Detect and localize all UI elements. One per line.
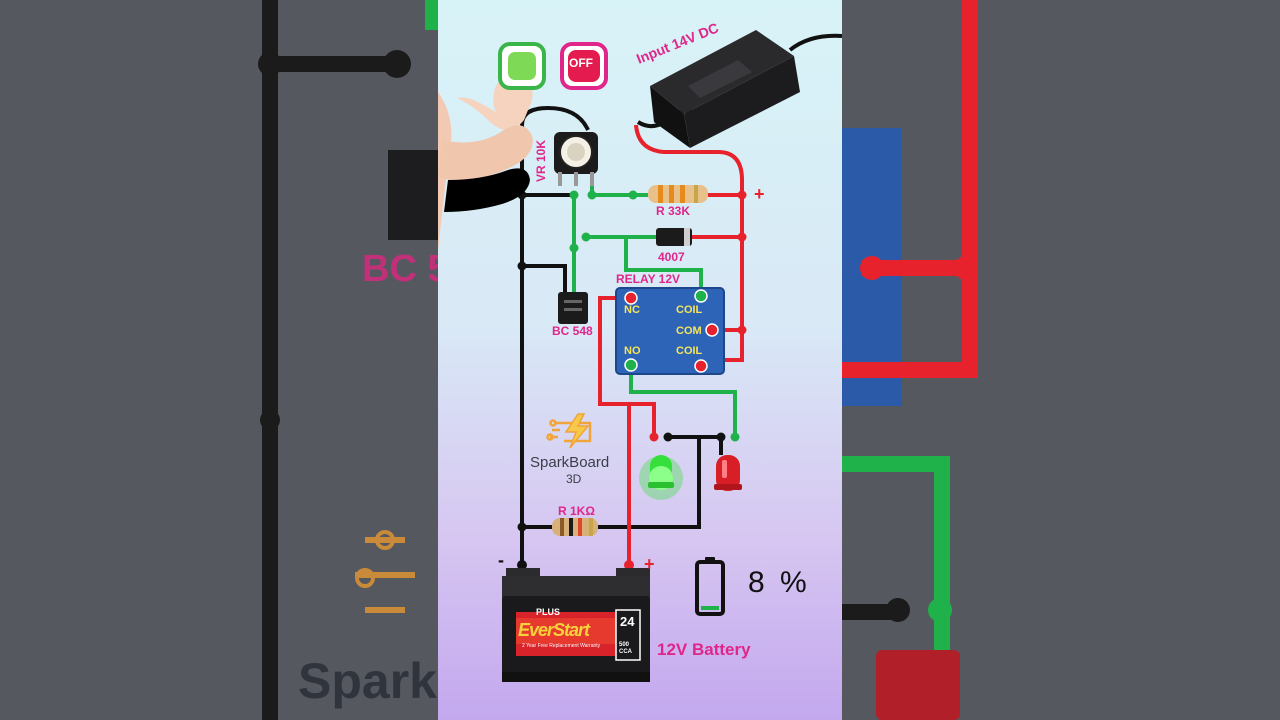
left-blurred-wiring bbox=[258, 0, 438, 720]
relay-label: RELAY 12V bbox=[616, 272, 681, 286]
right-blurred-wiring bbox=[842, 0, 978, 720]
off-button[interactable] bbox=[560, 42, 608, 90]
blurred-transistor bbox=[388, 150, 438, 240]
resistor-33k-label: R 33K bbox=[656, 204, 691, 218]
potentiometer-label: VR 10K bbox=[534, 139, 548, 182]
battery-percent-unit: % bbox=[780, 566, 807, 599]
red-led bbox=[714, 455, 742, 491]
on-button[interactable] bbox=[498, 42, 546, 90]
battery-level-fill bbox=[701, 606, 719, 610]
car-battery bbox=[502, 568, 650, 682]
resistor-1k-label: R 1KΩ bbox=[558, 504, 595, 518]
relay-no-label: NO bbox=[624, 345, 641, 357]
sparkboard-logo-icon bbox=[546, 413, 592, 449]
brand-name: SparkBoard bbox=[530, 454, 610, 471]
battery-plus-label: PLUS bbox=[536, 607, 561, 617]
circuit-diagram bbox=[438, 30, 842, 682]
green-led bbox=[639, 455, 683, 500]
off-button-label: OFF bbox=[569, 56, 593, 70]
blurred-transistor-label: BC 5 bbox=[362, 248, 438, 290]
relay-12v bbox=[615, 287, 725, 375]
left-blurred-panel: BC 5 Spark bbox=[0, 0, 438, 720]
resistor-33k bbox=[648, 185, 708, 203]
relay-com-label: COM bbox=[676, 325, 702, 337]
resistor-1k bbox=[552, 518, 598, 536]
potentiometer bbox=[554, 132, 598, 186]
brand-suffix: 3D bbox=[566, 472, 582, 486]
power-adapter bbox=[650, 30, 800, 148]
battery-level-icon bbox=[695, 557, 725, 616]
battery-label: 12V Battery bbox=[657, 640, 751, 659]
battery-cca-label: 500 CCA bbox=[619, 642, 632, 655]
positive-terminal-label: + bbox=[644, 554, 655, 574]
transistor-label: BC 548 bbox=[552, 324, 593, 338]
positive-rail-label: + bbox=[754, 184, 765, 204]
negative-terminal-label: - bbox=[498, 550, 504, 570]
transistor-bc548 bbox=[558, 292, 588, 324]
battery-brand-label: EverStart bbox=[518, 620, 590, 640]
circuit-stage: OFF Input 14V DC VR 10K R 33K + 4007 REL… bbox=[438, 0, 842, 720]
battery-warranty-label: 2 Year Free Replacement Warranty bbox=[522, 643, 601, 649]
relay-nc-label: NC bbox=[624, 304, 640, 316]
relay-coil-bottom-label: COIL bbox=[676, 345, 703, 357]
blurred-brand-label: Spark bbox=[298, 653, 437, 709]
battery-percent-value: 8 bbox=[748, 566, 765, 599]
relay-coil-top-label: COIL bbox=[676, 304, 703, 316]
diode-4007 bbox=[656, 228, 692, 246]
battery-group-label: 24 bbox=[620, 614, 635, 629]
right-blurred-panel bbox=[842, 0, 1280, 720]
diode-label: 4007 bbox=[658, 250, 685, 264]
